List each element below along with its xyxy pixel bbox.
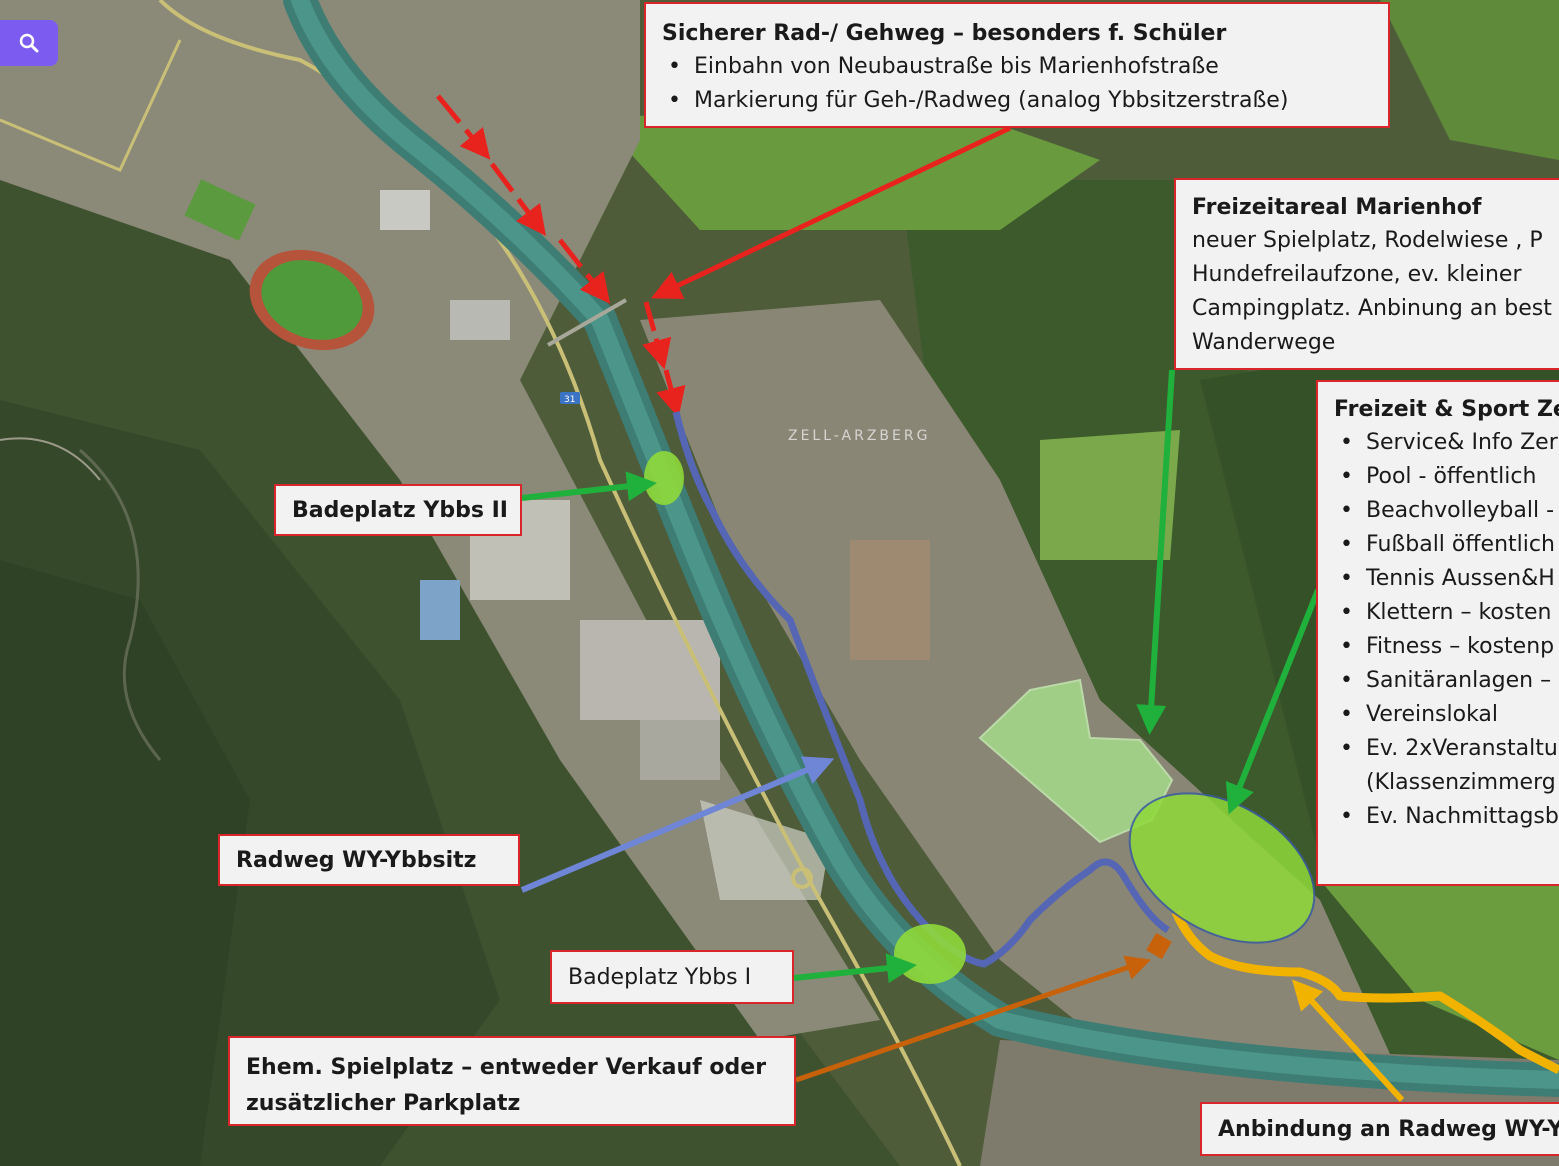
playground-arrow bbox=[795, 955, 1152, 1083]
callout-title: Freizeitareal Marienhof bbox=[1192, 195, 1482, 220]
list-item: Service& Info Zer bbox=[1334, 426, 1559, 460]
label-anbindung: Anbindung an Radweg WY-Y bbox=[1200, 1102, 1559, 1156]
list-item: Tennis Aussen&H bbox=[1334, 562, 1559, 596]
list-item-continuation: (Klassenzimmerg bbox=[1366, 770, 1556, 795]
search-icon bbox=[19, 33, 39, 53]
callout-line: Campingplatz. Anbinung an best bbox=[1192, 296, 1552, 321]
callout-school-route: Sicherer Rad-/ Gehweg – besonders f. Sch… bbox=[644, 2, 1390, 128]
sport-zone bbox=[1128, 792, 1316, 944]
callout-line: Wanderwege bbox=[1192, 330, 1336, 355]
label-badeplatz-1: Badeplatz Ybbs I bbox=[550, 950, 794, 1004]
list-item: Sanitäranlagen – bbox=[1334, 664, 1559, 698]
former-playground-marker bbox=[1146, 932, 1172, 960]
connection-route-arrow bbox=[1291, 979, 1405, 1103]
list-item: Fußball öffentlich bbox=[1334, 528, 1559, 562]
connection-route bbox=[1171, 910, 1559, 1075]
list-item: Einbahn von Neubaustraße bis Marienhofst… bbox=[662, 50, 1388, 84]
callout-title: Freizeit & Sport Zer bbox=[1334, 397, 1559, 422]
school-route bbox=[436, 94, 1012, 418]
list-item: Ev. 2xVeranstaltu bbox=[1334, 732, 1559, 766]
callout-sport-center: Freizeit & Sport Zer Service& Info Zer P… bbox=[1316, 380, 1559, 886]
label-badeplatz-2: Badeplatz Ybbs II bbox=[274, 484, 522, 536]
callout-line: Hundefreilaufzone, ev. kleiner bbox=[1192, 262, 1522, 287]
bike-route bbox=[672, 411, 1170, 968]
bike-route-arrow bbox=[520, 756, 835, 893]
callout-line: zusätzlicher Parkplatz bbox=[246, 1091, 521, 1116]
list-item: Fitness – kostenp bbox=[1334, 630, 1559, 664]
callout-line: Ehem. Spielplatz – entweder Verkauf oder bbox=[246, 1055, 767, 1080]
list-item: Beachvolleyball - bbox=[1334, 494, 1559, 528]
label-radweg: Radweg WY-Ybbsitz bbox=[218, 834, 520, 886]
list-item: Vereinslokal bbox=[1334, 698, 1559, 732]
list-item: Ev. Nachmittagsb bbox=[1334, 800, 1559, 834]
marienhof-area bbox=[978, 678, 1174, 844]
callout-marienhof: Freizeitareal Marienhof neuer Spielplatz… bbox=[1174, 178, 1559, 370]
callout-former-playground: Ehem. Spielplatz – entweder Verkauf oder… bbox=[228, 1036, 796, 1126]
list-item: Markierung für Geh-/Radweg (analog Ybbsi… bbox=[662, 84, 1388, 118]
callout-title: Sicherer Rad-/ Gehweg – besonders f. Sch… bbox=[662, 21, 1227, 46]
place-label: ZELL-ARZBERG bbox=[788, 428, 931, 444]
search-button[interactable] bbox=[0, 20, 58, 66]
badeplatz-2-zone bbox=[644, 451, 684, 505]
callout-line: neuer Spielplatz, Rodelwiese , P bbox=[1192, 228, 1543, 253]
road-number-31: 31 bbox=[564, 395, 575, 405]
list-item: Pool - öffentlich bbox=[1334, 460, 1559, 494]
list-item: Klettern – kosten bbox=[1334, 596, 1559, 630]
badeplatz-1-zone bbox=[894, 924, 966, 984]
green-arrows bbox=[521, 369, 1321, 984]
